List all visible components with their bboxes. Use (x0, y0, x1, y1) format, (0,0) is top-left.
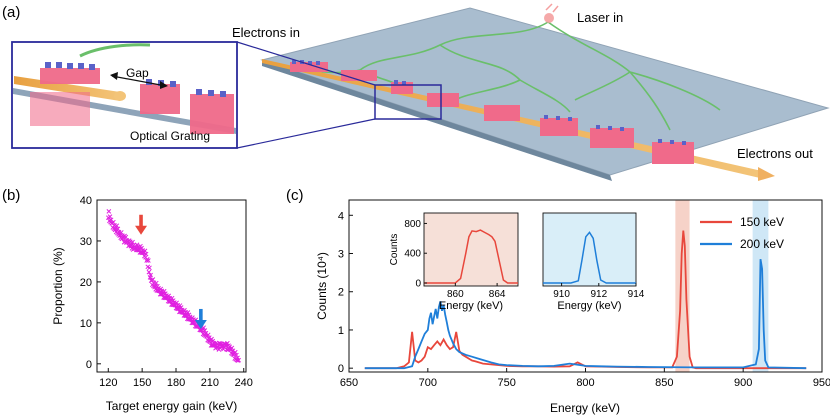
panel-b-label: (b) (2, 187, 20, 204)
legend-label: 200 keV (740, 237, 784, 251)
y-tick-label: 20 (80, 277, 92, 289)
panel-c-label: (c) (286, 187, 304, 204)
chart-b: 120 150 180 210 240 0 10 20 30 40 Target energy … (51, 195, 253, 413)
y-tick-label: 10 (80, 318, 92, 330)
legend-label: 150 keV (740, 215, 784, 229)
chart-b-ylabel: Proportion (%) (51, 247, 65, 324)
inset-ylabel: Counts (389, 234, 400, 266)
inset-y-tick-label: 400 (404, 249, 421, 260)
device-illustration (236, 3, 830, 181)
scatter-point (184, 310, 191, 322)
inset-x-tick-label: 910 (553, 289, 570, 300)
x-tick-label: 750 (497, 377, 515, 389)
y-tick-label: 0 (86, 359, 92, 371)
y-tick-label: 1 (338, 325, 344, 337)
x-tick-label: 850 (655, 377, 673, 389)
scatter-point (146, 265, 152, 275)
chart-c-ylabel: Counts (10⁴) (315, 252, 329, 320)
grating-inset (11, 41, 238, 149)
x-tick-label: 240 (235, 377, 253, 389)
highlight-arrow (135, 214, 148, 235)
inset-x-tick-label: 912 (590, 289, 607, 300)
inset-y-tick-label: 0 (415, 279, 421, 290)
chart-b-xlabel: Target energy gain (keV) (106, 399, 237, 413)
y-tick-label: 0 (338, 363, 344, 375)
highlight-arrow (194, 308, 207, 329)
x-tick-label: 900 (734, 377, 752, 389)
inset-y-tick-label: 800 (404, 219, 421, 230)
scatter-point (134, 242, 140, 253)
x-tick-label: 150 (133, 377, 151, 389)
inset-xlabel: Energy (keV) (439, 300, 503, 312)
x-tick-label: 950 (813, 377, 830, 389)
y-tick-label: 30 (80, 236, 92, 248)
scatter-point (235, 357, 242, 363)
x-tick-label: 180 (167, 377, 185, 389)
inset-x-tick-label: 914 (628, 289, 645, 300)
panel-a-label: (a) (2, 4, 20, 21)
inset-line (543, 231, 636, 284)
optical-grating-label: Optical Grating (130, 129, 210, 143)
x-tick-label: 120 (99, 377, 117, 389)
chart-c-xlabel: Energy (keV) (550, 401, 620, 415)
inset-frame (423, 212, 519, 287)
inset-xlabel: Energy (keV) (557, 300, 621, 312)
x-tick-label: 700 (419, 377, 437, 389)
chart-c: 650 700 750 800 850 900 950 0 1 2 3 4 Energy (keV)… (315, 199, 830, 415)
series-line (364, 259, 807, 370)
series-line (364, 230, 807, 370)
inset-x-tick-label: 864 (489, 289, 506, 300)
x-tick-label: 650 (340, 377, 358, 389)
y-tick-label: 3 (338, 249, 344, 261)
y-tick-label: 40 (80, 195, 92, 207)
gap-label: Gap (126, 66, 149, 80)
inset-frame (542, 212, 637, 287)
x-tick-label: 800 (576, 377, 594, 389)
inset-line (424, 229, 518, 284)
chart-c-legend: 150 keV 200 keV (700, 215, 784, 251)
electrons-out-label: Electrons out (737, 146, 813, 161)
laser-in-label: Laser in (577, 10, 623, 25)
y-tick-label: 2 (338, 287, 344, 299)
electrons-in-label: Electrons in (232, 25, 300, 40)
inset-x-tick-label: 860 (447, 289, 464, 300)
y-tick-label: 4 (338, 210, 344, 222)
x-tick-label: 210 (201, 377, 219, 389)
